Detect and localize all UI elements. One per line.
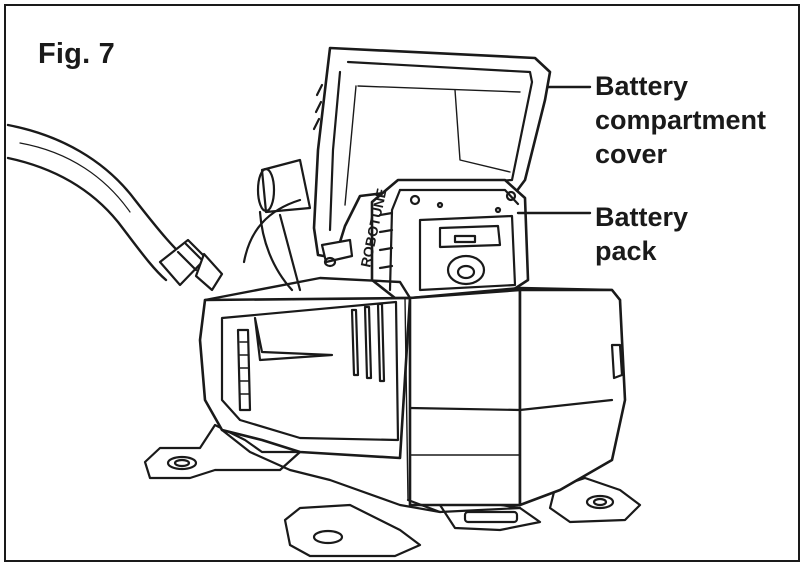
callout-battery-pack: Battery pack [595, 200, 688, 268]
callout-pack-line-1: Battery [595, 202, 689, 232]
pump-motor [242, 158, 312, 292]
callout-battery-compartment-cover: Battery compartment cover [595, 69, 766, 171]
callout-cover-line-3: cover [595, 139, 668, 169]
callout-cover-line-1: Battery [595, 71, 689, 101]
callout-cover-line-2: compartment [595, 105, 767, 135]
base-stand [143, 423, 642, 558]
leader-lines [516, 85, 592, 215]
callout-pack-line-2: pack [595, 236, 657, 266]
main-housing [198, 276, 627, 514]
hose [6, 123, 224, 292]
figure-frame [4, 4, 800, 562]
figure-label: Fig. 7 [38, 38, 115, 70]
